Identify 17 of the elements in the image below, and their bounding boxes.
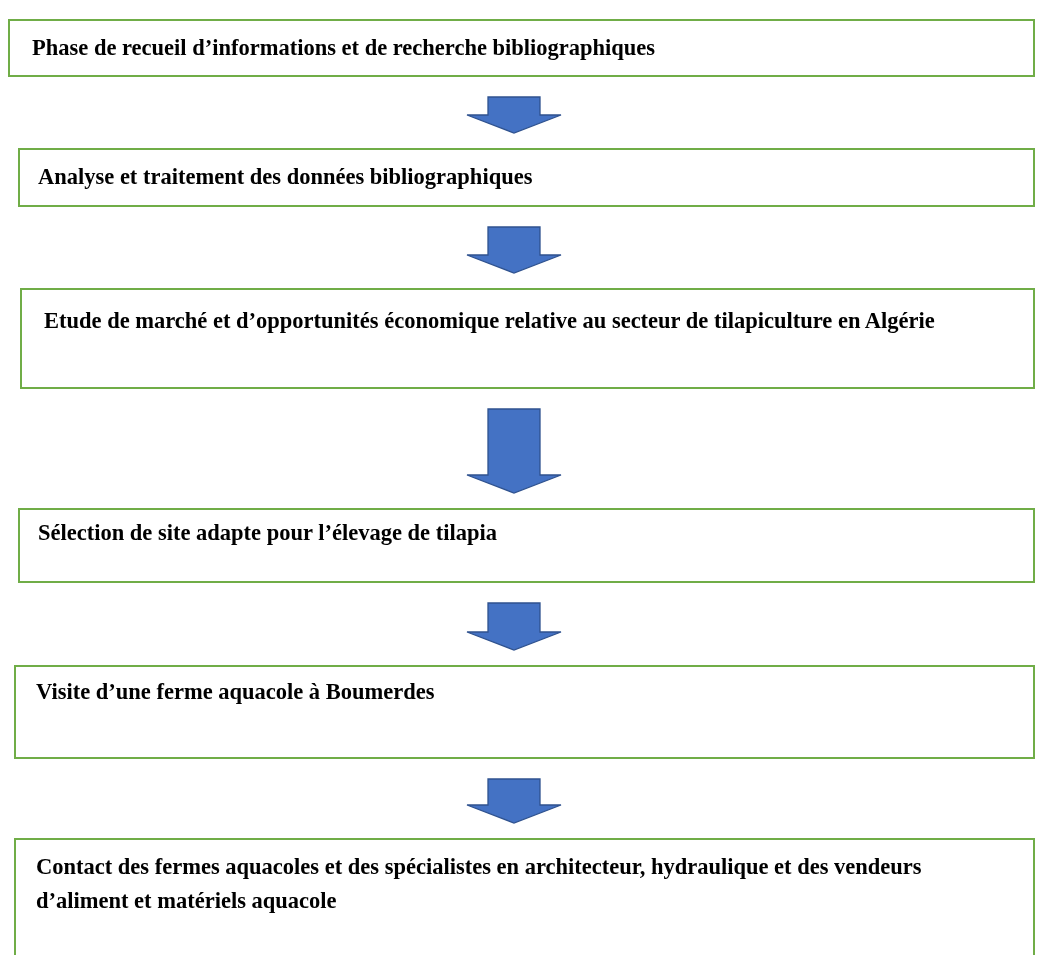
- step-text: Contact des fermes aquacoles et des spécialistes en architecteur, hydraulique et des vendeurs d’aliment et matériels aquacole: [36, 853, 923, 915]
- block-arrow: [466, 408, 562, 494]
- step-text: Sélection de site adapte pour l’élevage de tilapia: [38, 519, 498, 547]
- step-text: Etude de marché et d’opportunités économique relative au secteur de tilapiculture en Algérie: [44, 307, 936, 335]
- process-box: [18, 148, 1035, 207]
- block-arrow: [466, 226, 562, 274]
- process-box: [18, 508, 1035, 583]
- process-box: [14, 838, 1035, 955]
- block-arrow: [466, 778, 562, 824]
- block-arrow: [466, 96, 562, 134]
- step-text: Visite d’une ferme aquacole à Boumerdes: [36, 678, 436, 706]
- process-box: [8, 19, 1035, 77]
- block-arrow: [466, 602, 562, 651]
- step-text: Phase de recueil d’informations et de recherche bibliographiques: [32, 34, 657, 62]
- process-box: [20, 288, 1035, 389]
- process-box: [14, 665, 1035, 759]
- step-text: Analyse et traitement des données bibliographiques: [38, 163, 534, 191]
